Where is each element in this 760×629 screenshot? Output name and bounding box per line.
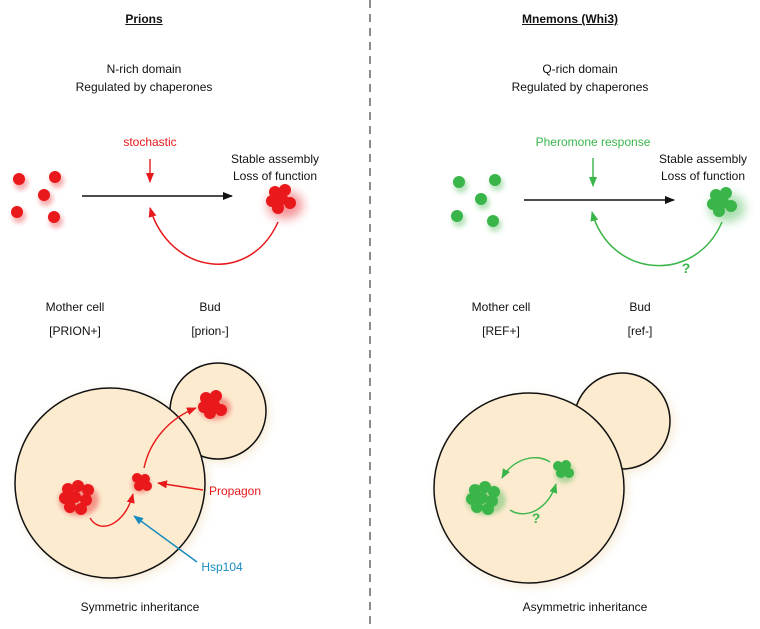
prions-title: Prions [125, 12, 163, 26]
prion-monomers [11, 171, 64, 228]
prion-bud-state: [prion-] [191, 324, 229, 338]
pheromone-label: Pheromone response [535, 135, 651, 149]
symmetric-inheritance-label: Symmetric inheritance [80, 600, 200, 614]
mnemon-mother-label: Mother cell [471, 300, 531, 314]
stochastic-label: stochastic [123, 135, 177, 149]
hsp104-label: Hsp104 [201, 560, 243, 574]
prion-yeast-cell [14, 362, 269, 581]
prion-aggregate [266, 184, 303, 219]
prion-regulation-text: Regulated by chaperones [75, 80, 213, 94]
mnemon-aggregate [707, 187, 745, 222]
mnemon-yeast-cell [433, 372, 673, 586]
prion-bud-label: Bud [199, 300, 221, 314]
prion-return-arrow [148, 207, 279, 265]
mother-to-propagon-arrow [89, 493, 135, 527]
prion-domain-text: N-rich domain [106, 62, 182, 76]
prion-assembly-line1: Stable assembly [230, 152, 320, 166]
prion-mother-label: Mother cell [45, 300, 105, 314]
prion-assembly-line2: Loss of function [232, 169, 318, 183]
hsp104-arrow [133, 515, 198, 563]
propagon-pointer [157, 480, 204, 491]
mnemon-assembly-line1: Stable assembly [658, 152, 748, 166]
mnemon-monomers [451, 174, 504, 232]
mnemon-return-question: ? [681, 260, 691, 276]
propagon-label: Propagon [208, 484, 262, 498]
asymmetric-inheritance-label: Asymmetric inheritance [522, 600, 648, 614]
mnemon-domain-text: Q-rich domain [542, 62, 618, 76]
mnemon-bud-label: Bud [629, 300, 651, 314]
mnemon-cell-question: ? [531, 510, 541, 526]
mnemon-mother-to-small-arrow [509, 483, 558, 515]
mnemon-mother-state: [REF+] [482, 324, 520, 338]
mnemon-regulation-text: Regulated by chaperones [511, 80, 649, 94]
propagon-to-bud-arrow [143, 407, 197, 469]
prion-mother-state: [PRION+] [49, 324, 101, 338]
mnemons-title: Mnemons (Whi3) [522, 12, 618, 26]
mnemon-assembly-line2: Loss of function [660, 169, 746, 183]
mnemon-bud-state: [ref-] [627, 324, 653, 338]
mnemon-return-arrow [590, 211, 723, 267]
mnemon-small-to-mother-arrow [501, 457, 551, 479]
